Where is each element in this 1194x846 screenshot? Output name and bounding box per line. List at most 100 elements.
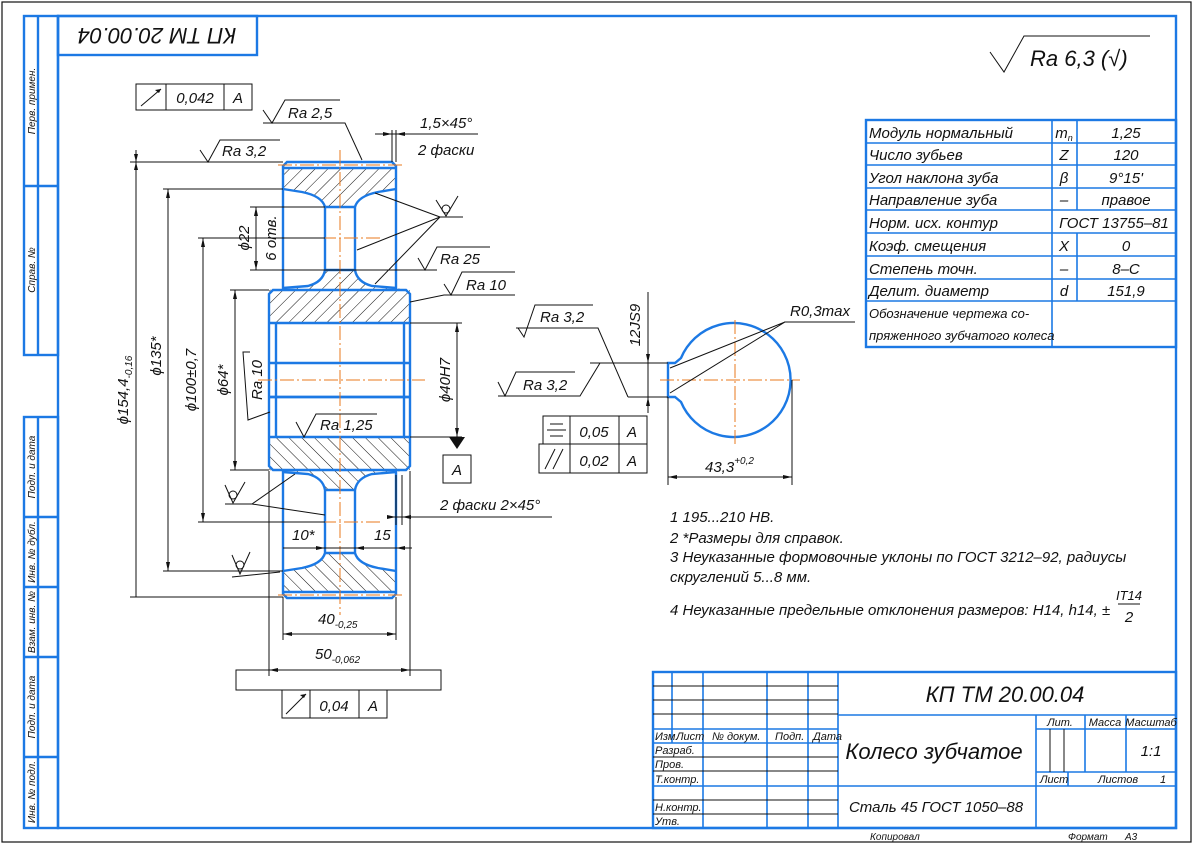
drawing-designation: КП ТМ 20.00.04: [926, 682, 1085, 707]
section-dimensions: ϕ154,4-0,16 ϕ135* ϕ100±0,7 ϕ64* ϕ22 6 от…: [115, 115, 552, 676]
roughness-label: Ra 3,2: [523, 377, 568, 394]
note: 4 Неуказанные предельные отклонения разм…: [670, 602, 1110, 619]
svg-text:Масштаб: Масштаб: [1125, 717, 1177, 729]
dim-width-15: 15: [374, 527, 391, 544]
fillet-mark-icon: [231, 551, 281, 578]
datum-label: A: [451, 462, 462, 479]
svg-text:Коэф. смещения: Коэф. смещения: [869, 238, 986, 255]
side-label: Перв. примен.: [27, 68, 38, 134]
part-name: Колесо зубчатое: [845, 739, 1022, 764]
svg-text:Пров.: Пров.: [655, 759, 684, 771]
roughness-label: Ra 3,2: [222, 143, 267, 160]
fillet-mark-icon: [224, 473, 326, 516]
side-label: Инв. № подл.: [27, 761, 38, 823]
roughness-label: Ra 25: [440, 251, 481, 268]
table-row: Модуль нормальный mn 1,25: [869, 125, 1141, 143]
svg-text:Разраб.: Разраб.: [655, 745, 695, 757]
note: 2 *Размеры для справок.: [669, 530, 844, 547]
svg-text:9°15': 9°15': [1109, 170, 1144, 187]
svg-text:Направление зуба: Направление зуба: [869, 192, 997, 209]
note: 1 195...210 HB.: [670, 509, 774, 526]
svg-text:Т.контр.: Т.контр.: [655, 774, 699, 786]
svg-text:120: 120: [1113, 147, 1139, 164]
roughness-label: Ra 10: [249, 359, 266, 400]
dim-d154: ϕ154,4-0,16: [115, 355, 135, 424]
dim-d135: ϕ135*: [148, 335, 165, 375]
tolerance-value: 0,05: [579, 424, 609, 441]
tolerance-datum: A: [232, 90, 243, 107]
svg-text:Масса: Масса: [1089, 717, 1122, 729]
symmetry-tolerance-frame: 0,05 A: [542, 415, 648, 445]
svg-text:А3: А3: [1124, 832, 1138, 843]
roughness-label: Ra 2,5: [288, 105, 333, 122]
datum-a: A: [442, 437, 472, 484]
svg-text:Лист: Лист: [1039, 774, 1068, 786]
svg-text:Z: Z: [1058, 147, 1069, 164]
gear-parameter-table: Модуль нормальный mn 1,25 Число зубьев Z 120…: [864, 118, 1178, 349]
dim-chamfer-bottom: 2 фаски 2×45°: [439, 497, 540, 514]
svg-text:mn: mn: [1055, 125, 1073, 143]
roughness-label: Ra 10: [466, 277, 507, 294]
roughness-label: Ra 1,25: [320, 417, 373, 434]
dim-chamfer-top: 1,5×45°: [420, 115, 472, 132]
svg-text:8–С: 8–С: [1112, 261, 1140, 278]
tolerance-datum: A: [626, 424, 637, 441]
svg-text:Число зубьев: Число зубьев: [869, 147, 963, 164]
dim-d100: ϕ100±0,7: [183, 348, 200, 411]
svg-text:Подп.: Подп.: [775, 731, 804, 743]
svg-text:d: d: [1060, 283, 1069, 300]
parallelism-tolerance-frame: 0,02 A: [538, 443, 648, 474]
tolerance-datum: A: [626, 453, 637, 470]
dim-holes: 6 отв.: [263, 215, 280, 260]
svg-text:Степень точн.: Степень точн.: [869, 261, 978, 278]
svg-text:Лит.: Лит.: [1046, 717, 1073, 729]
side-label: Подп. и дата: [27, 435, 38, 498]
tolerance-value: 0,04: [319, 698, 348, 715]
note: скруглений 5...8 мм.: [670, 569, 811, 586]
svg-text:№ докум.: № докум.: [712, 731, 760, 743]
dim-radius: R0,3max: [790, 303, 851, 320]
dim-key-depth: 43,3+0,2: [705, 456, 754, 476]
svg-text:Формат: Формат: [1068, 832, 1108, 843]
general-roughness-text: Ra 6,3 (√): [1030, 46, 1128, 71]
material: Сталь 45 ГОСТ 1050–88: [849, 799, 1024, 816]
table-row: Степень точн.–8–С: [869, 261, 1140, 278]
runout-frame-bottom: 0,04 A: [235, 669, 442, 719]
svg-text:Делит. диаметр: Делит. диаметр: [867, 283, 989, 300]
svg-text:Утв.: Утв.: [654, 816, 680, 828]
svg-text:ГОСТ 13755–81: ГОСТ 13755–81: [1059, 215, 1169, 232]
dim-width-10: 10*: [292, 527, 316, 544]
side-label: Справ. №: [27, 247, 38, 293]
note-fraction-bottom: 2: [1124, 609, 1134, 626]
table-row: Обозначение чертежа со-пряженного зубчат…: [869, 306, 1055, 343]
svg-text:Угол наклона зуба: Угол наклона зуба: [868, 170, 998, 187]
svg-text:Модуль нормальный: Модуль нормальный: [869, 125, 1014, 142]
side-label: Подп. и дата: [27, 675, 38, 738]
note-fraction-top: IT14: [1116, 588, 1142, 603]
svg-text:0: 0: [1122, 238, 1131, 255]
dim-d40: ϕ40H7: [437, 357, 454, 402]
technical-notes: 1 195...210 HB. 2 *Размеры для справок. …: [669, 509, 1142, 626]
bore-keyway-view: 12JS9 43,3+0,2 R0,3max Ra 3,2 Ra 3,2: [497, 292, 855, 485]
tolerance-value: 0,042: [176, 90, 214, 107]
svg-text:Лист: Лист: [675, 731, 704, 743]
runout-arrow-icon: [285, 693, 307, 715]
tolerance-value: 0,02: [579, 453, 609, 470]
svg-text:1: 1: [1160, 774, 1166, 786]
dim-key-width: 12JS9: [627, 303, 644, 346]
dim-chamfer-top-note: 2 фаски: [417, 142, 475, 159]
note: 3 Неуказанные формовочные уклоны по ГОСТ…: [670, 549, 1126, 566]
side-label: Инв. № дубл.: [26, 521, 38, 583]
svg-text:правое: правое: [1101, 192, 1150, 209]
runout-frame-top: 0,042 A: [135, 83, 253, 111]
svg-text:–: –: [1059, 192, 1069, 209]
svg-text:пряженного зубчатого колеса: пряженного зубчатого колеса: [869, 328, 1055, 343]
svg-text:1,25: 1,25: [1111, 125, 1141, 142]
svg-text:Листов: Листов: [1097, 774, 1138, 786]
side-label: Взам. инв. №: [27, 591, 38, 653]
